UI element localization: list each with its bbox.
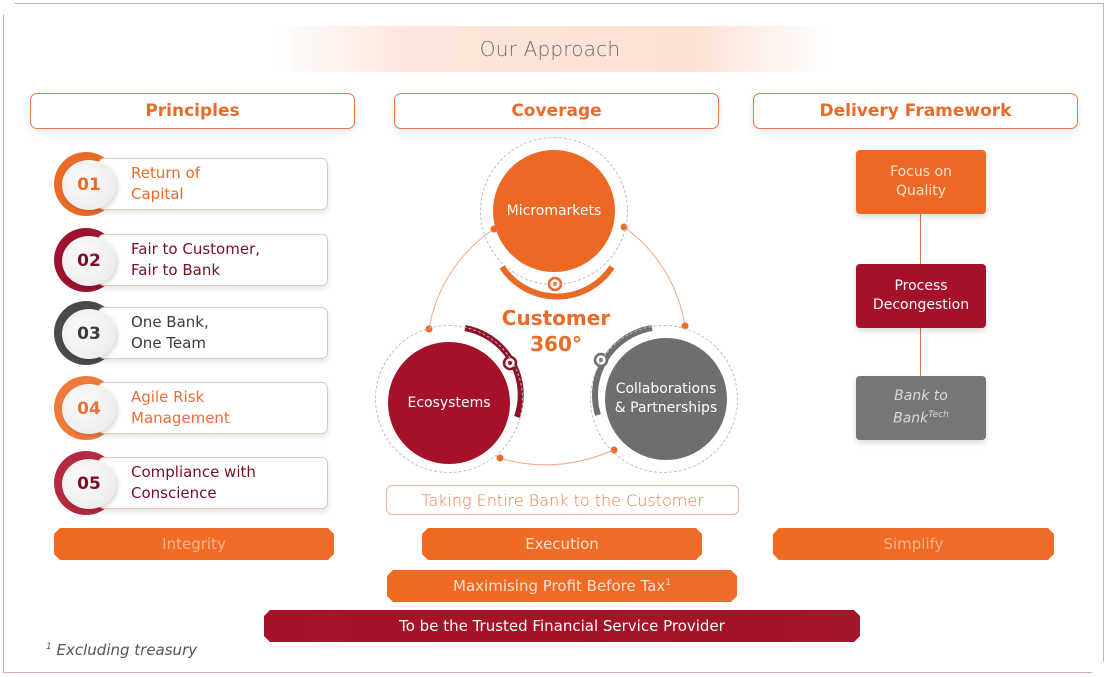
- page-title: Our Approach: [479, 37, 621, 61]
- simplify-bar: Simplify: [773, 528, 1054, 560]
- connector-left-top: [428, 228, 495, 330]
- delivery-connector: [920, 214, 921, 264]
- principle-card: One Bank, One Team: [98, 307, 328, 359]
- execution-bar: Execution: [422, 528, 702, 560]
- customer-360-hub: Customer 360°: [490, 305, 622, 357]
- execution-label: Execution: [525, 535, 599, 553]
- mission-bar: To be the Trusted Financial Service Prov…: [264, 610, 860, 642]
- diagram-frame: [3, 3, 1104, 673]
- integrity-label: Integrity: [162, 535, 226, 553]
- hub-line1: Customer: [501, 306, 611, 330]
- principle-line2: Fair to Bank: [131, 261, 221, 279]
- principle-line1: Agile Risk: [131, 388, 205, 406]
- principles-header: Principles: [30, 93, 355, 129]
- principle-line2: One Team: [131, 334, 206, 352]
- connector-bottom: [499, 449, 615, 466]
- connector-dot: [496, 454, 504, 462]
- principle-number: 05: [62, 459, 116, 509]
- connector-right-top: [623, 226, 686, 327]
- ecosystems-ring: [375, 325, 523, 473]
- hub-line2: 360°: [530, 332, 582, 356]
- principle-number: 04: [62, 384, 116, 434]
- coverage-tagline-label: Taking Entire Bank to the Customer: [421, 490, 704, 510]
- principle-card: Fair to Customer, Fair to Bank: [98, 234, 328, 286]
- principles-header-label: Principles: [145, 101, 240, 121]
- principle-item: 03 One Bank, One Team: [54, 301, 328, 365]
- coverage-header-label: Coverage: [511, 101, 602, 121]
- micromarkets-label: Micromarkets: [506, 202, 602, 219]
- principle-line1: Fair to Customer,: [131, 240, 261, 258]
- micromarkets-arc: [499, 265, 615, 300]
- principle-number: 03: [62, 309, 116, 359]
- principle-line2: Capital: [131, 185, 184, 203]
- delivery-header: Delivery Framework: [753, 93, 1078, 129]
- principle-line2: Management: [131, 409, 230, 427]
- collab-node: Collaborations& Partnerships: [605, 338, 727, 460]
- principle-line2: Conscience: [131, 484, 217, 502]
- principle-item: 01 Return of Capital: [54, 152, 328, 216]
- principle-item: 02 Fair to Customer, Fair to Bank: [54, 228, 328, 292]
- title-band: Our Approach: [270, 26, 830, 72]
- ecosystems-node: Ecosystems: [388, 342, 510, 464]
- coverage-header: Coverage: [394, 93, 719, 129]
- profit-bar: Maximising Profit Before Tax1: [387, 570, 737, 602]
- micromarkets-ring: [480, 137, 628, 285]
- mission-label: To be the Trusted Financial Service Prov…: [399, 617, 725, 635]
- collab-label: Collaborations& Partnerships: [614, 381, 718, 416]
- coverage-tagline: Taking Entire Bank to the Customer: [386, 485, 739, 515]
- profit-label: Maximising Profit Before Tax1: [453, 577, 671, 595]
- principle-line1: One Bank,: [131, 313, 209, 331]
- collab-ring: [590, 325, 738, 473]
- ecosystems-label: Ecosystems: [407, 394, 491, 411]
- simplify-label: Simplify: [883, 535, 944, 553]
- principle-line1: Return of: [131, 164, 201, 182]
- principle-line1: Compliance with: [131, 463, 256, 481]
- micromarkets-node: Micromarkets: [493, 150, 615, 272]
- principle-number: 01: [62, 160, 116, 210]
- delivery-header-label: Delivery Framework: [819, 101, 1012, 121]
- footnote: 1 Excluding treasury: [46, 641, 198, 659]
- delivery-connector: [920, 328, 921, 376]
- principle-card: Return of Capital: [98, 158, 328, 210]
- integrity-bar: Integrity: [54, 528, 334, 560]
- principle-number: 02: [62, 236, 116, 286]
